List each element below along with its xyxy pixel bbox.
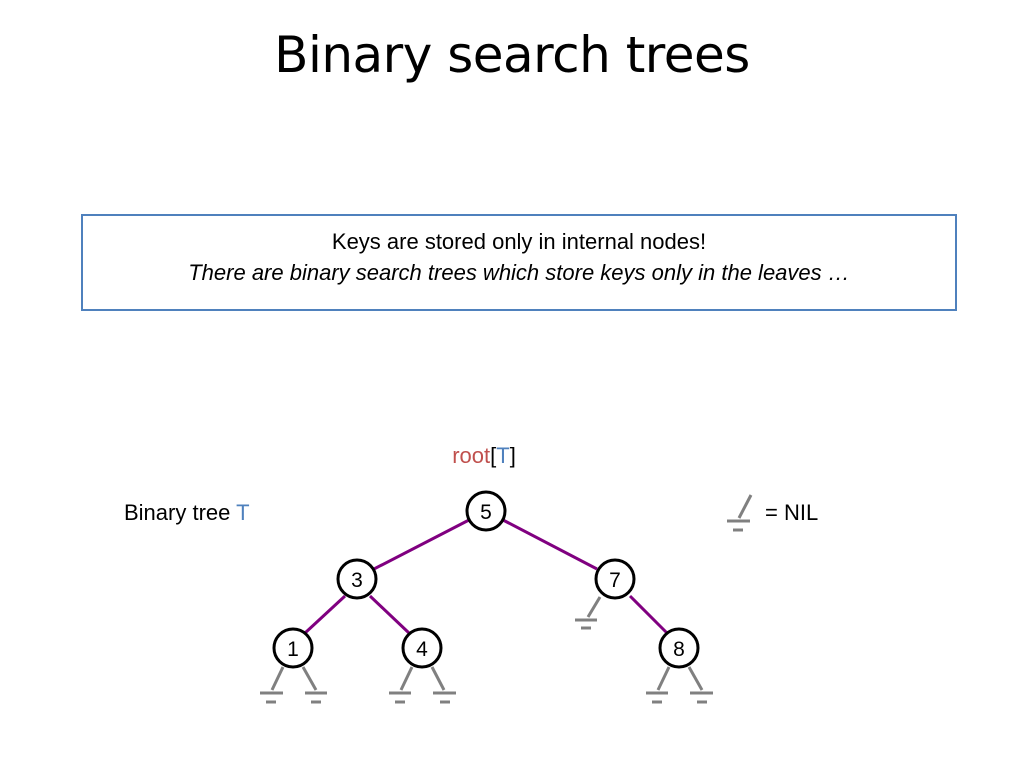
node-key: 1 (287, 638, 299, 661)
node-key: 7 (609, 569, 621, 592)
binary-tree-label: Binary tree T (124, 500, 250, 525)
tree-node: 1 (272, 627, 314, 669)
nil-leaves (260, 494, 753, 704)
tree-edges (303, 518, 669, 635)
tree-nodes: 5 3 7 1 4 8 (272, 490, 700, 669)
nil-symbol (687, 666, 713, 704)
note-line-1: Keys are stored only in internal nodes! (331, 229, 707, 254)
node-key: 5 (480, 501, 492, 524)
edge-5-7 (502, 518, 598, 571)
nil-legend-label: = NIL (765, 500, 818, 525)
nil-symbol (575, 596, 602, 630)
node-key: 4 (416, 638, 428, 661)
nil-symbol (389, 666, 414, 704)
nil-legend-symbol (727, 494, 753, 532)
edge-3-1 (303, 594, 347, 635)
nil-symbol (430, 666, 456, 704)
tree-node: 4 (401, 627, 443, 669)
nil-symbol (646, 666, 671, 704)
tree-node: 5 (465, 490, 507, 532)
tree-node: 7 (594, 558, 636, 600)
node-key: 3 (351, 569, 363, 592)
root-pointer-label: root[T] (452, 443, 516, 468)
edge-5-3 (373, 518, 470, 571)
edge-7-8 (628, 594, 669, 635)
tree-node: 8 (658, 627, 700, 669)
note-line-2: There are binary search trees which stor… (188, 260, 850, 285)
node-key: 8 (673, 638, 685, 661)
nil-symbol (260, 666, 285, 704)
root-var-t: T (496, 443, 509, 468)
tree-var-t: T (236, 500, 249, 525)
tree-node: 3 (336, 558, 378, 600)
root-func: root (452, 443, 490, 468)
nil-symbol (301, 666, 327, 704)
slide-title: Binary search trees (274, 26, 750, 84)
edge-3-4 (368, 594, 411, 635)
note-box: Keys are stored only in internal nodes! … (81, 214, 957, 311)
